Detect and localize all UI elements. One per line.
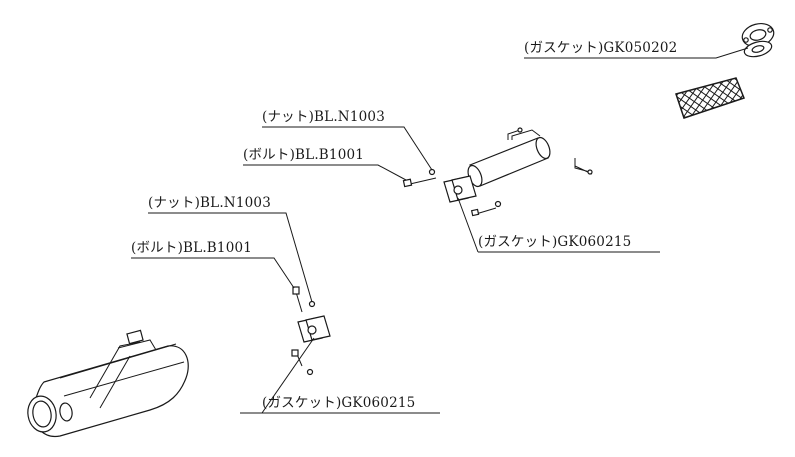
gasket-top-part <box>743 40 773 58</box>
callout-nut-lower: (ナット)BL.N1003 <box>148 195 313 303</box>
callout-gasket-mid: (ガスケット)GK060215 <box>457 197 660 253</box>
label-nut-upper: (ナット)BL.N1003 <box>262 109 385 125</box>
label-gasket-mid: (ガスケット)GK060215 <box>478 234 631 250</box>
hanger-rods <box>507 127 593 175</box>
label-bolt-upper: (ボルト)BL.B1001 <box>243 147 364 163</box>
callout-nut-upper: (ナット)BL.N1003 <box>262 109 433 171</box>
mid-bolts <box>402 168 502 217</box>
exhaust-pipe <box>168 52 753 382</box>
callout-gasket-bottom: (ガスケット)GK060215 <box>240 337 440 414</box>
label-gasket-top: (ガスケット)GK050202 <box>524 40 677 56</box>
label-gasket-bottom: (ガスケット)GK060215 <box>262 395 415 411</box>
flex-pipe <box>675 77 745 119</box>
top-flange <box>741 22 775 48</box>
callout-gasket-top: (ガスケット)GK050202 <box>524 40 749 59</box>
label-bolt-lower: (ボルト)BL.B1001 <box>131 240 252 256</box>
lower-bolts <box>291 286 316 376</box>
mid-flange <box>443 175 477 203</box>
callout-bolt-lower: (ボルト)BL.B1001 <box>131 240 295 289</box>
callout-bolt-upper: (ボルト)BL.B1001 <box>243 147 407 181</box>
muffler <box>27 329 189 438</box>
resonator <box>467 136 551 188</box>
lower-flange <box>297 315 331 343</box>
label-nut-lower: (ナット)BL.N1003 <box>148 195 271 211</box>
